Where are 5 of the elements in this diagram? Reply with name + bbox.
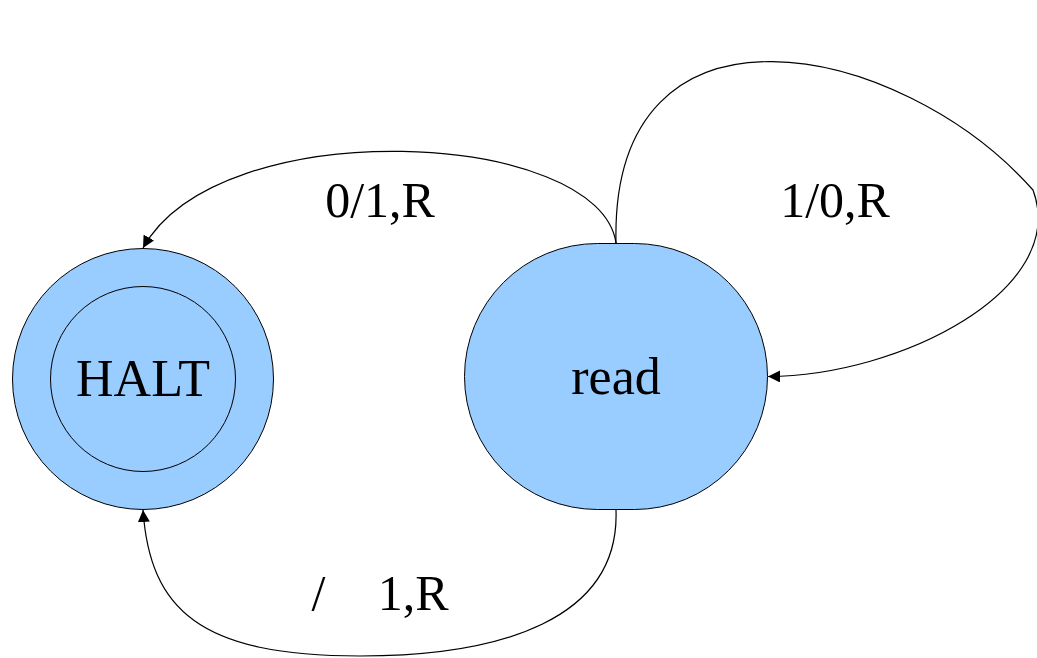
transition-arrow <box>138 509 617 657</box>
transition-arrow <box>142 150 617 249</box>
transition-arrow <box>615 61 1037 382</box>
state-label: HALT <box>76 353 210 405</box>
state-label: read <box>571 350 661 403</box>
